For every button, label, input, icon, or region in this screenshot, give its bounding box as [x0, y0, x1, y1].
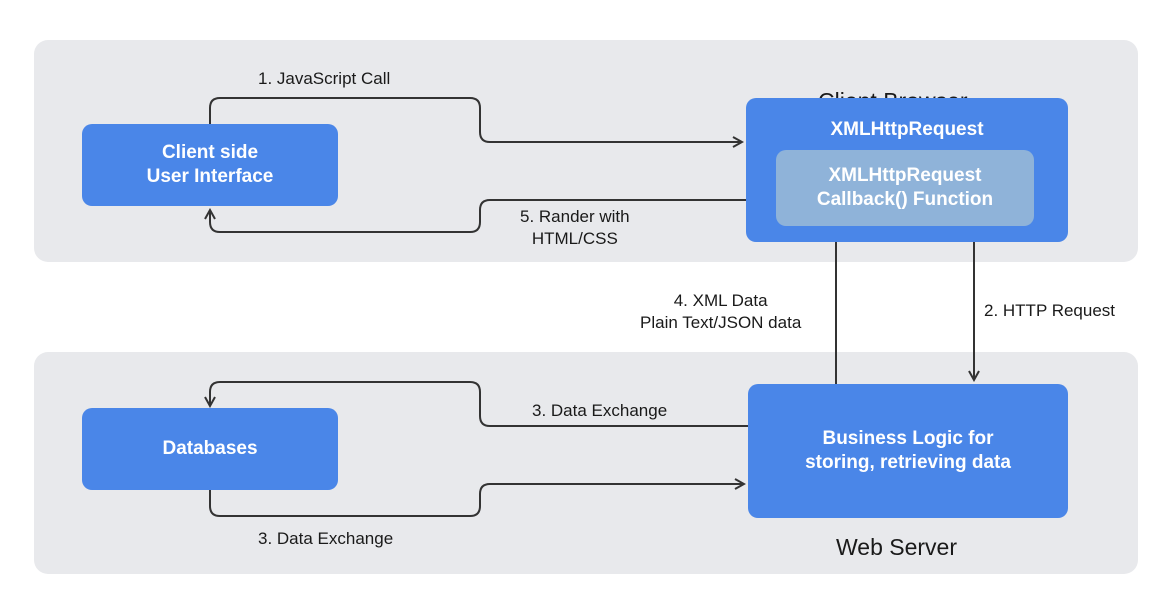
xmlhttprequest-box: XMLHttpRequest XMLHttpRequest Callback()… [746, 98, 1068, 242]
http-request-label: 2. HTTP Request [984, 301, 1116, 320]
web-server-title: Web Server [836, 534, 958, 560]
data-exchange-bottom-arrow [209, 484, 744, 517]
callback-line2: Callback() Function [816, 189, 994, 210]
js-call-label: 1. JavaScript Call [258, 69, 391, 88]
data-exchange-bottom-label: 3. Data Exchange [258, 529, 394, 548]
business-logic-box: Business Logic for storing, retrieving d… [748, 384, 1068, 518]
xml-data-label: 4. XML Data Plain Text/JSON data [640, 290, 801, 334]
business-line1: Business Logic for [822, 428, 994, 449]
callback-line1: XMLHttpRequest [828, 165, 982, 186]
xmlhttprequest-title: XMLHttpRequest [830, 119, 984, 140]
client-ui-box: Client side User Interface [82, 124, 338, 206]
xml-data-label-line1: 4. XML Data [673, 291, 768, 310]
callback-function-box: XMLHttpRequest Callback() Function [776, 150, 1034, 226]
data-exchange-top-label: 3. Data Exchange [532, 401, 668, 420]
business-line2: storing, retrieving data [805, 452, 1011, 473]
data-exchange-top-arrow [210, 381, 748, 427]
render-arrow [210, 199, 746, 233]
render-label: 5. Rander with HTML/CSS [520, 206, 630, 250]
databases-label: Databases [162, 438, 258, 459]
render-label-line1: 5. Rander with [520, 207, 630, 226]
client-ui-line2: User Interface [146, 166, 274, 187]
js-call-arrow [209, 97, 742, 142]
xml-data-label-line2: Plain Text/JSON data [640, 313, 802, 332]
databases-box: Databases [82, 408, 338, 490]
render-label-line2: HTML/CSS [531, 229, 618, 248]
client-ui-line1: Client side [161, 142, 259, 163]
